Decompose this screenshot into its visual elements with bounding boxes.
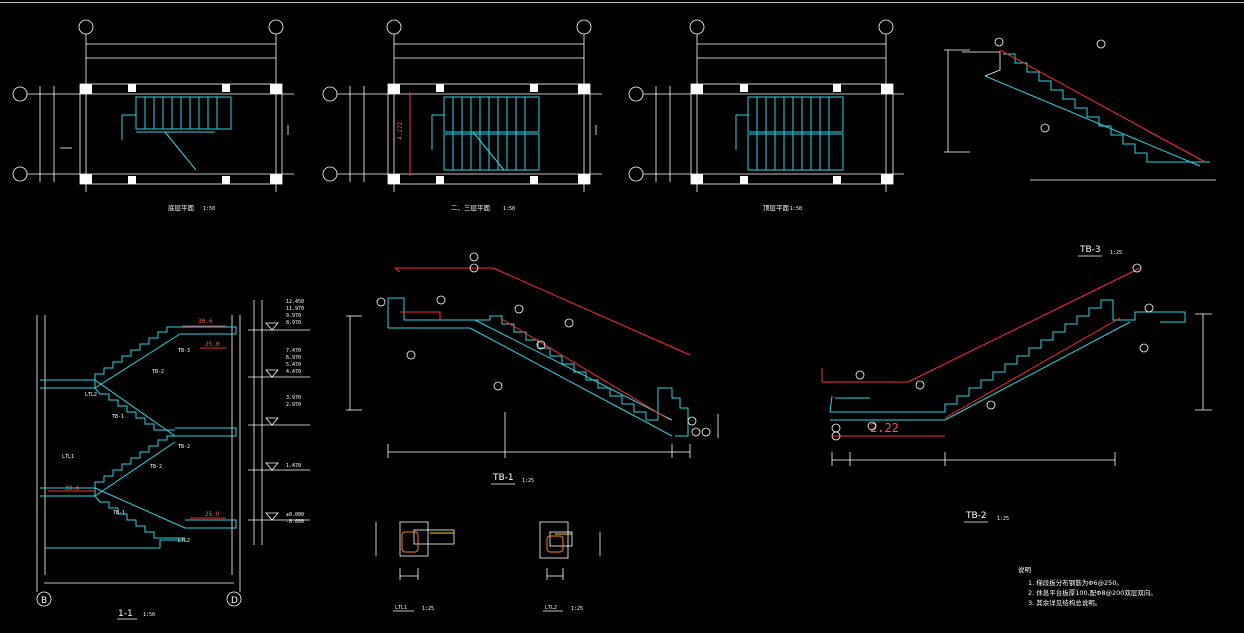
notes-title: 说明 [1018,565,1032,574]
section-label: TB-1 [112,414,124,420]
elevation-label: ±0.000 [286,512,304,518]
ltl1-detail [375,521,455,580]
axis-bubble [12,86,28,102]
tb2-span-value: 2.22 [870,421,899,435]
plan-top-floor [628,19,904,192]
ltl2-detail [539,521,601,580]
elevation-label: 6.970 [286,355,301,361]
plan-top-scale: 1:50 [790,206,802,212]
plan-top-title: 顶层平面 [763,204,790,212]
section-label: TB-1 [113,510,125,516]
section-label: LTL1 [62,454,74,460]
section-dim-low-a: 30.6 [65,485,80,492]
axis-bubble-b [36,591,52,607]
section-1-1: B D 30.6 25.0 30.6 25.0 TB-3 TB-2 LTL2 T… [36,300,310,607]
section-label: LTL2 [178,538,190,544]
tb1-detail [346,252,719,458]
elevation-label: 1.470 [286,463,301,469]
tb1-title: TB-1 [492,473,514,483]
section-label: TB-2 [150,464,162,470]
plan-ground-floor [12,19,294,192]
ltl1-title: LTL1 [395,605,407,611]
notes-item: 2. 休息平台板厚100,配Φ8@200双层双向。 [1028,588,1157,597]
elevation-label: 2.970 [286,402,301,408]
section-scale: 1:50 [143,612,155,618]
tb1-scale: 1:25 [522,478,534,484]
tb2-detail: 2.22 [821,263,1212,466]
elevation-label: 7.470 [286,348,301,354]
axis-bubble [78,19,94,35]
section-label: TB-2 [152,369,164,375]
notes-item: 1. 梯段板分布钢筋为Φ6@250。 [1028,578,1123,587]
plan-ground-scale: 1:50 [203,206,215,212]
svg-text:4.172: 4.172 [397,122,404,140]
ltl1-scale: 1:25 [422,606,434,612]
section-dim-top-b: 25.0 [205,341,220,348]
section-label: TB-3 [178,348,190,354]
section-label: TB-2 [178,444,190,450]
section-dim-low-b: 25.0 [205,511,220,518]
elevation-label: 11.970 [286,306,304,312]
elevation-label: -0.600 [286,519,304,525]
ltl2-scale: 1:25 [571,606,583,612]
elevation-label: 9.970 [286,313,301,319]
notes-item: 3. 其余详见结构总说明。 [1028,598,1101,607]
tb3-title: TB-3 [1079,245,1101,255]
plan-mid-scale: 1:50 [503,206,515,212]
section-label: LTL2 [85,392,97,398]
axis-bubble [268,19,284,35]
section-dim-top-a: 30.6 [198,318,213,325]
tb2-title: TB-2 [965,511,987,521]
elevation-label: 5.470 [286,362,301,368]
tb3-small-detail [944,37,1216,181]
tb3-scale: 1:25 [1110,250,1122,256]
tb2-scale: 1:25 [997,516,1009,522]
ltl2-title: LTL2 [545,605,557,611]
axis-bubble-d [226,591,242,607]
elevation-label: 8.970 [286,320,301,326]
plan-ground-title: 底层平面 [168,203,195,212]
axis-label-b: B [41,596,47,606]
plan-mid-title: 二、三层平面 [451,204,491,212]
plan-mid-floor: 4.172 [322,19,602,192]
axis-label-d: D [231,596,238,606]
elevation-label: 4.470 [286,369,301,375]
elevation-label: 3.970 [286,395,301,401]
axis-bubble [12,166,28,182]
section-title: 1-1 [118,609,133,619]
elevation-label: 12.450 [286,299,304,305]
